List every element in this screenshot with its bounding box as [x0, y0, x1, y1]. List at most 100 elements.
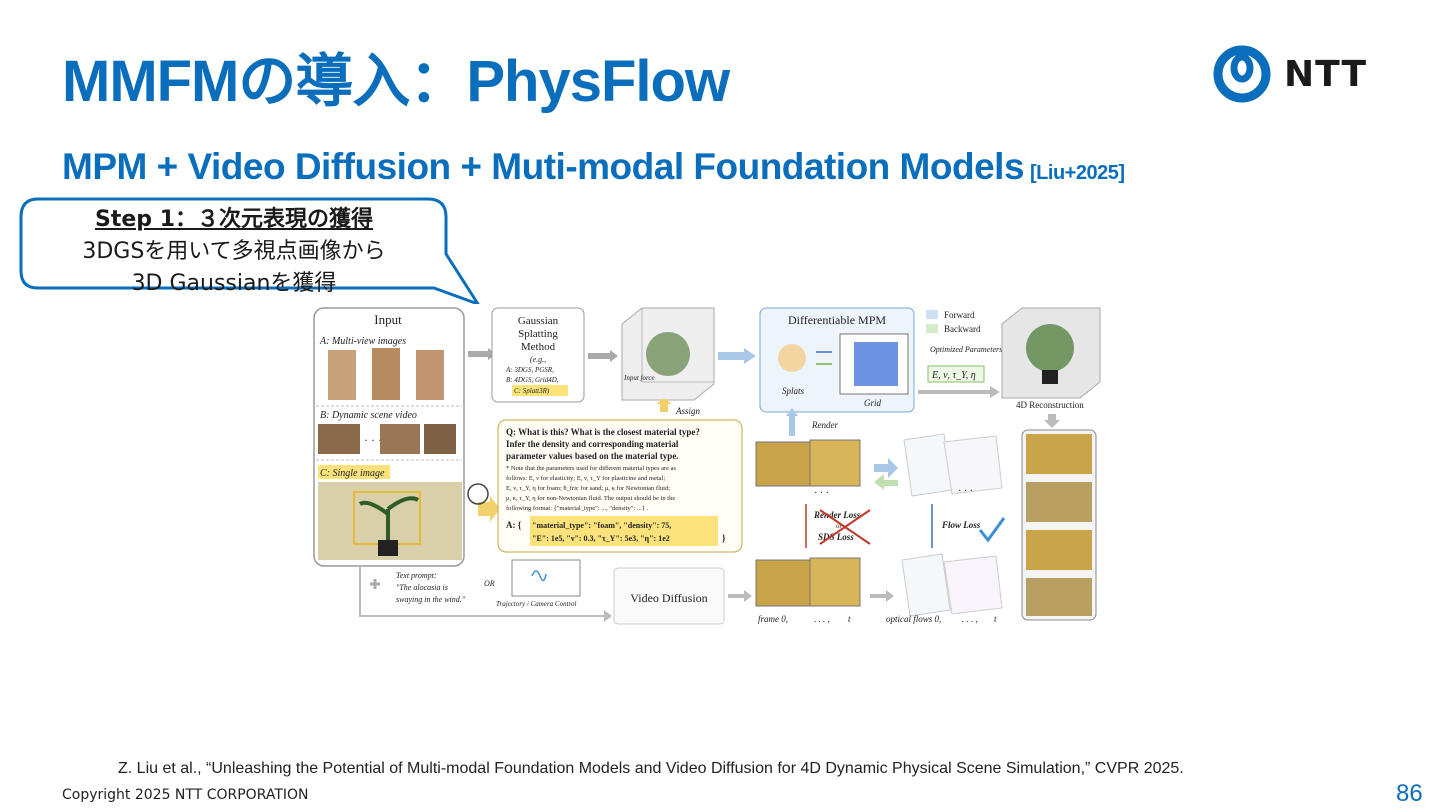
- video-frame-1: [318, 424, 360, 454]
- flow-loss-label: Flow Loss: [941, 520, 981, 530]
- optical-flow-2: [943, 435, 1003, 495]
- gs-c: C: Splatt3R): [514, 387, 550, 395]
- answer-highlight: [530, 516, 718, 546]
- trajectory-box: [511, 559, 581, 597]
- callout-line-1: 3DGSを用いて多視点画像から: [82, 239, 386, 264]
- multiview-image-1: [328, 350, 356, 400]
- multiview-image-3: [416, 350, 444, 400]
- input-b-label: B: Dynamic scene video: [320, 410, 417, 421]
- recon-frame-2: [1026, 482, 1092, 522]
- grid-label: Grid: [864, 398, 882, 408]
- flows-label: optical flows 0,: [886, 614, 941, 624]
- note-5: following format: {"material_type": ...,…: [506, 505, 649, 512]
- callout-text: Step 1：３次元表現の獲得 3DGSを用いて多視点画像から 3D Gauss…: [22, 204, 446, 300]
- q-text-1: Q: What is this? What is the closest mat…: [506, 427, 700, 437]
- sds-loss-label: SDS Loss: [818, 532, 854, 542]
- recon-frames-column: [1021, 429, 1097, 621]
- diffusion-flow-1: [901, 553, 951, 617]
- answer-close: }: [722, 533, 726, 543]
- note-3: E, ν, τ_Y, η for foam; θ_fric for sand; …: [506, 485, 670, 492]
- render-dots: · · ·: [814, 488, 829, 499]
- ntt-logo: NTT: [1212, 44, 1372, 104]
- plant-reconstruction: [1026, 324, 1074, 372]
- prompt-line-1: "The alocasia is: [396, 583, 448, 592]
- gs-title-1: Gaussian: [518, 315, 559, 327]
- gaussian-splatting-box: [491, 307, 585, 403]
- render-frame-2: [809, 439, 861, 487]
- splats-label: Splats: [782, 386, 805, 396]
- video-frame-2: [380, 424, 420, 454]
- recon-frame-3: [1026, 530, 1092, 570]
- render-frame-1: [755, 441, 811, 487]
- legend-backward: Backward: [944, 324, 981, 334]
- note-4: μ, κ, τ_Y, η for non-Newtonian fluid. Th…: [506, 495, 675, 502]
- mpm-grid-cells: [854, 342, 898, 386]
- diffusion-frame-1: [755, 559, 811, 607]
- loss-cross-2: [819, 509, 871, 545]
- gpt-arrow: [478, 496, 500, 522]
- render-label: Render: [811, 420, 838, 430]
- video-frame-3: [424, 424, 456, 454]
- subtitle-text: MPM + Video Diffusion + Muti-modal Found…: [62, 146, 1025, 187]
- callout-step-label: Step 1：３次元表現の獲得: [95, 207, 373, 232]
- input-c-label: C: Single image: [320, 468, 385, 479]
- note-2: follows: E, ν for elasticity; E, ν, τ_Y …: [506, 475, 665, 482]
- answer-line-2: "E": 1e5, "ν": 0.3, "τ_Y": 5e3, "η": 1e2: [532, 534, 670, 543]
- input-c-highlight: [318, 465, 390, 479]
- q-text-2: Infer the density and corresponding mate…: [506, 439, 679, 449]
- input-title: Input: [374, 312, 402, 327]
- input-a-label: A: Multi-view images: [319, 336, 406, 347]
- physflow-pipeline-figure: Input A: Multi-view images B: Dynamic sc…: [308, 304, 1132, 632]
- assign-label: Assign: [675, 406, 701, 416]
- render-loss-label: Render Loss: [813, 510, 861, 520]
- mpm-title: Differentiable MPM: [788, 313, 886, 327]
- gs-title-2: Splatting: [518, 328, 558, 340]
- answer-line-1: "material_type": "foam", "density": 75,: [532, 521, 671, 530]
- frames-dots: . . . ,: [814, 614, 830, 624]
- callout-line-2: 3D Gaussianを獲得: [131, 271, 337, 296]
- recon-frame-4: [1026, 578, 1092, 616]
- q-text-3: parameter values based on the material t…: [506, 451, 679, 461]
- video-diffusion-box: [613, 567, 725, 625]
- note-1: * Note that the parameters used for diff…: [506, 465, 677, 472]
- reference-footnote: Z. Liu et al., “Unleashing the Potential…: [118, 760, 1184, 777]
- recon-frame-1: [1026, 434, 1092, 474]
- frames-t: t: [848, 614, 851, 624]
- frames-label: frame 0,: [758, 614, 788, 624]
- gs-a: A: 3DGS, PGSR,: [505, 366, 554, 374]
- ntt-logo-icon: [1213, 45, 1271, 103]
- optimized-params: E, ν, τ_Y, η: [931, 370, 976, 381]
- text-prompt-label: Text prompt:: [396, 571, 437, 580]
- citation: [Liu+2025]: [1030, 162, 1125, 184]
- gs-eg: (e.g.,: [530, 355, 546, 364]
- check-icon: [978, 517, 1006, 543]
- answer-label: A: {: [506, 520, 522, 530]
- diffusion-frame-2: [809, 557, 861, 607]
- trajectory-label: Trajectory / Camera Control: [496, 600, 576, 608]
- page-number: 86: [1396, 780, 1423, 807]
- video-diffusion-label: Video Diffusion: [630, 591, 707, 605]
- slide-subtitle: MPM + Video Diffusion + Muti-modal Found…: [62, 146, 1125, 188]
- callout-bubble: [19, 197, 480, 306]
- recon-label: 4D Reconstruction: [1016, 400, 1084, 410]
- gs-title-3: Method: [521, 341, 556, 353]
- flows-t: t: [994, 614, 997, 624]
- video-dots: · · ·: [364, 433, 382, 447]
- gpt-logo-icon: [467, 483, 489, 505]
- gs-b: B: 4DGS, Grid4D,: [506, 376, 559, 384]
- flows-dots: . . . ,: [962, 614, 978, 624]
- prompt-line-2: swaying in the wind.": [396, 595, 466, 604]
- diffusion-flow-2: [943, 555, 1003, 615]
- plus-icon: [370, 579, 380, 589]
- multiview-image-2: [372, 348, 400, 400]
- slide-title: MMFMの導入：PhysFlow: [62, 49, 730, 114]
- or-small: or: [836, 522, 843, 530]
- input-force-label: Input force: [623, 374, 655, 382]
- or-label: OR: [484, 579, 495, 588]
- flow-dots: · · ·: [958, 486, 973, 497]
- ntt-logo-text: NTT: [1284, 54, 1368, 95]
- copyright: Copyright 2025 NTT CORPORATION: [62, 787, 309, 803]
- legend-forward: Forward: [944, 310, 975, 320]
- plant-3d: [646, 332, 690, 376]
- optimized-params-label: Optimized Parameters:: [930, 345, 1005, 354]
